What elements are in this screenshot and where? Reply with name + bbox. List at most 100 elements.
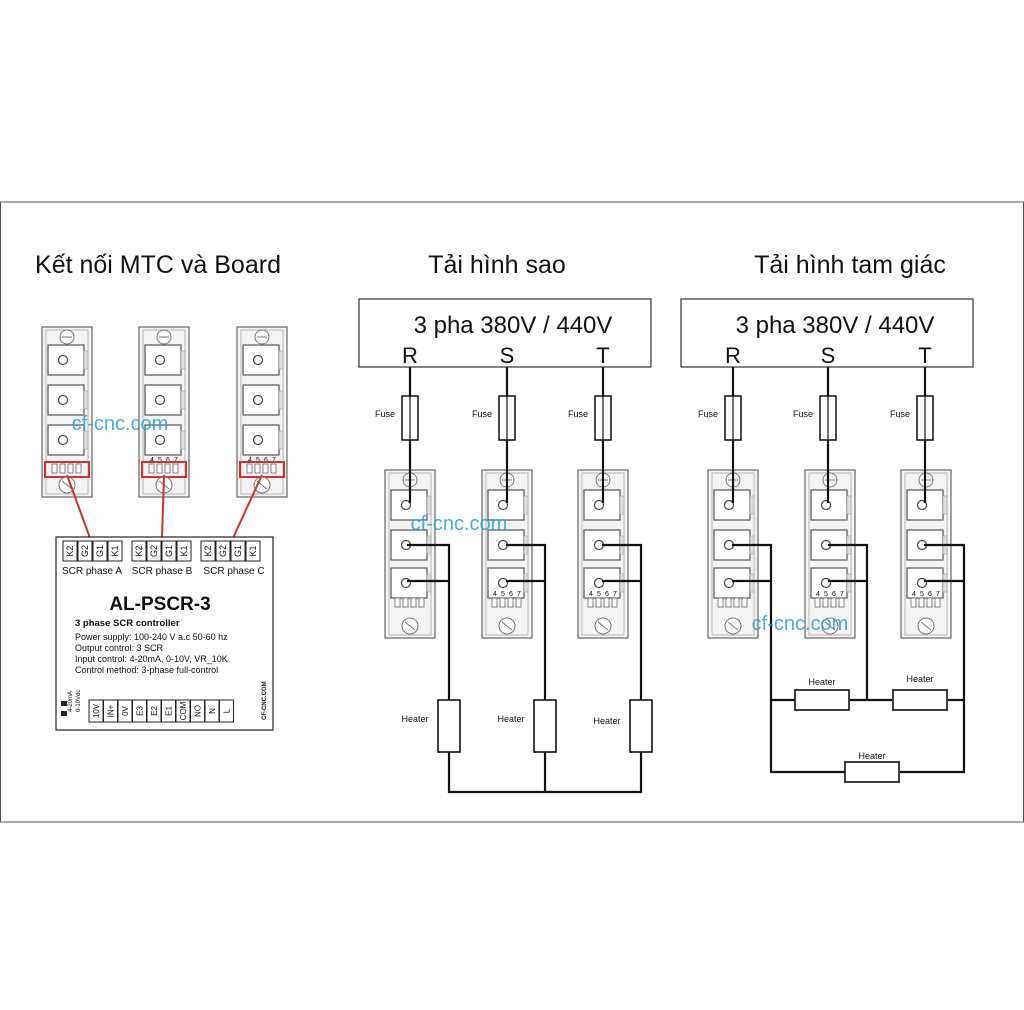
control-pin (51, 463, 58, 474)
board-pin-label: 0V (121, 705, 130, 715)
terminal-screw-icon (57, 354, 69, 366)
heater-icon (629, 699, 653, 753)
terminal-tab (180, 430, 186, 450)
delta-supply-label: 3 pha 380V / 440V (736, 312, 935, 339)
control-pin (246, 463, 253, 474)
control-pin (733, 597, 740, 608)
board-pin (62, 540, 78, 562)
terminal-screw-icon (916, 577, 928, 589)
control-pin (172, 463, 179, 474)
watermark-left: cf-cnc.com (72, 413, 169, 435)
board-pin-label: G2 (149, 545, 159, 557)
terminal-number: 5 (158, 457, 162, 464)
control-pin (418, 597, 425, 608)
board-pin-label: K2 (203, 545, 213, 556)
board-pin (219, 699, 234, 723)
terminal-tab (749, 495, 755, 515)
terminal-tab (180, 350, 186, 370)
terminal-tab (83, 350, 89, 370)
terminal-screw-icon (400, 577, 412, 589)
heater-label: Heater (808, 677, 835, 687)
terminal-screw-icon (820, 577, 832, 589)
terminal-tab (83, 390, 89, 410)
screw-slot (597, 621, 609, 631)
phase-b-label: SCR phase B (132, 566, 193, 577)
terminal-number: 6 (605, 591, 609, 598)
star-supply-label: 3 pha 380V / 440V (414, 312, 613, 339)
terminal-number: 4 (589, 591, 593, 598)
terminal-number: 7 (174, 457, 178, 464)
screw-slot (61, 480, 73, 490)
terminal-number: 4 (493, 591, 497, 598)
board-pin-label: K2 (65, 545, 75, 556)
terminal-screw-icon (593, 577, 605, 589)
mode-4-20ma: 4-20mA (68, 691, 74, 712)
star-phase-t: T (596, 343, 609, 368)
board-brand: CF-CNC.COM (262, 681, 268, 720)
screw-slot (501, 621, 513, 631)
terminal-screw-icon (723, 577, 735, 589)
terminal-screw-icon (400, 499, 412, 511)
terminal-number: 6 (166, 457, 170, 464)
control-pin (595, 597, 602, 608)
control-pin (67, 463, 74, 474)
delta-supply-box (680, 298, 974, 368)
title-delta-load: Tải hình tam giác (754, 251, 946, 279)
board-title: AL-PSCR-3 (109, 594, 210, 615)
heater-label: Heater (401, 714, 428, 724)
control-pin (838, 597, 845, 608)
board-pin-label: IN+ (107, 704, 116, 717)
control-pin (741, 597, 748, 608)
terminal-screw-icon (497, 499, 509, 511)
board-pin-label: E2 (150, 706, 159, 716)
board-pin (92, 540, 108, 562)
terminal-screw-icon (820, 499, 832, 511)
board-pin-label: L (223, 708, 232, 713)
control-pin (394, 597, 401, 608)
board-pin (77, 540, 93, 562)
board-pin (131, 540, 147, 562)
terminal-screw-icon (154, 394, 166, 406)
control-pin (822, 597, 829, 608)
board-pin (200, 540, 216, 562)
control-pin (262, 463, 269, 474)
screw-slot (727, 621, 739, 631)
terminal-screw-icon (57, 434, 69, 446)
board-pin-label: G2 (80, 545, 90, 557)
terminal-screw-icon (497, 577, 509, 589)
board-pin (215, 540, 231, 562)
screw-slot (920, 621, 932, 631)
terminal-screw-icon (593, 499, 605, 511)
terminal-screw-icon (723, 499, 735, 511)
terminal-tab (278, 390, 284, 410)
terminal-number: 4 (150, 457, 154, 464)
terminal-tab (749, 573, 755, 593)
control-pin (814, 597, 821, 608)
star-phase-r: R (402, 343, 418, 368)
control-pin (254, 463, 261, 474)
control-pin (491, 597, 498, 608)
board-pin-label: G1 (164, 545, 174, 557)
terminal-number: 6 (264, 457, 268, 464)
terminal-number: 4 (248, 457, 252, 464)
control-pin (410, 597, 417, 608)
control-pin (717, 597, 724, 608)
board-pin (161, 540, 177, 562)
switch-4-20ma (61, 711, 67, 716)
mode-0-10v: 0-10Vdc (76, 690, 82, 712)
heater-label: Heater (906, 674, 933, 684)
board-pin-label: N (208, 708, 217, 714)
board-pin-label: NO (194, 705, 203, 717)
spec-power: Power supply: 100-240 V a.c 50-60 hz (75, 632, 228, 642)
terminal-tab (426, 495, 432, 515)
heater-icon (794, 689, 850, 711)
scr-module (41, 326, 93, 498)
